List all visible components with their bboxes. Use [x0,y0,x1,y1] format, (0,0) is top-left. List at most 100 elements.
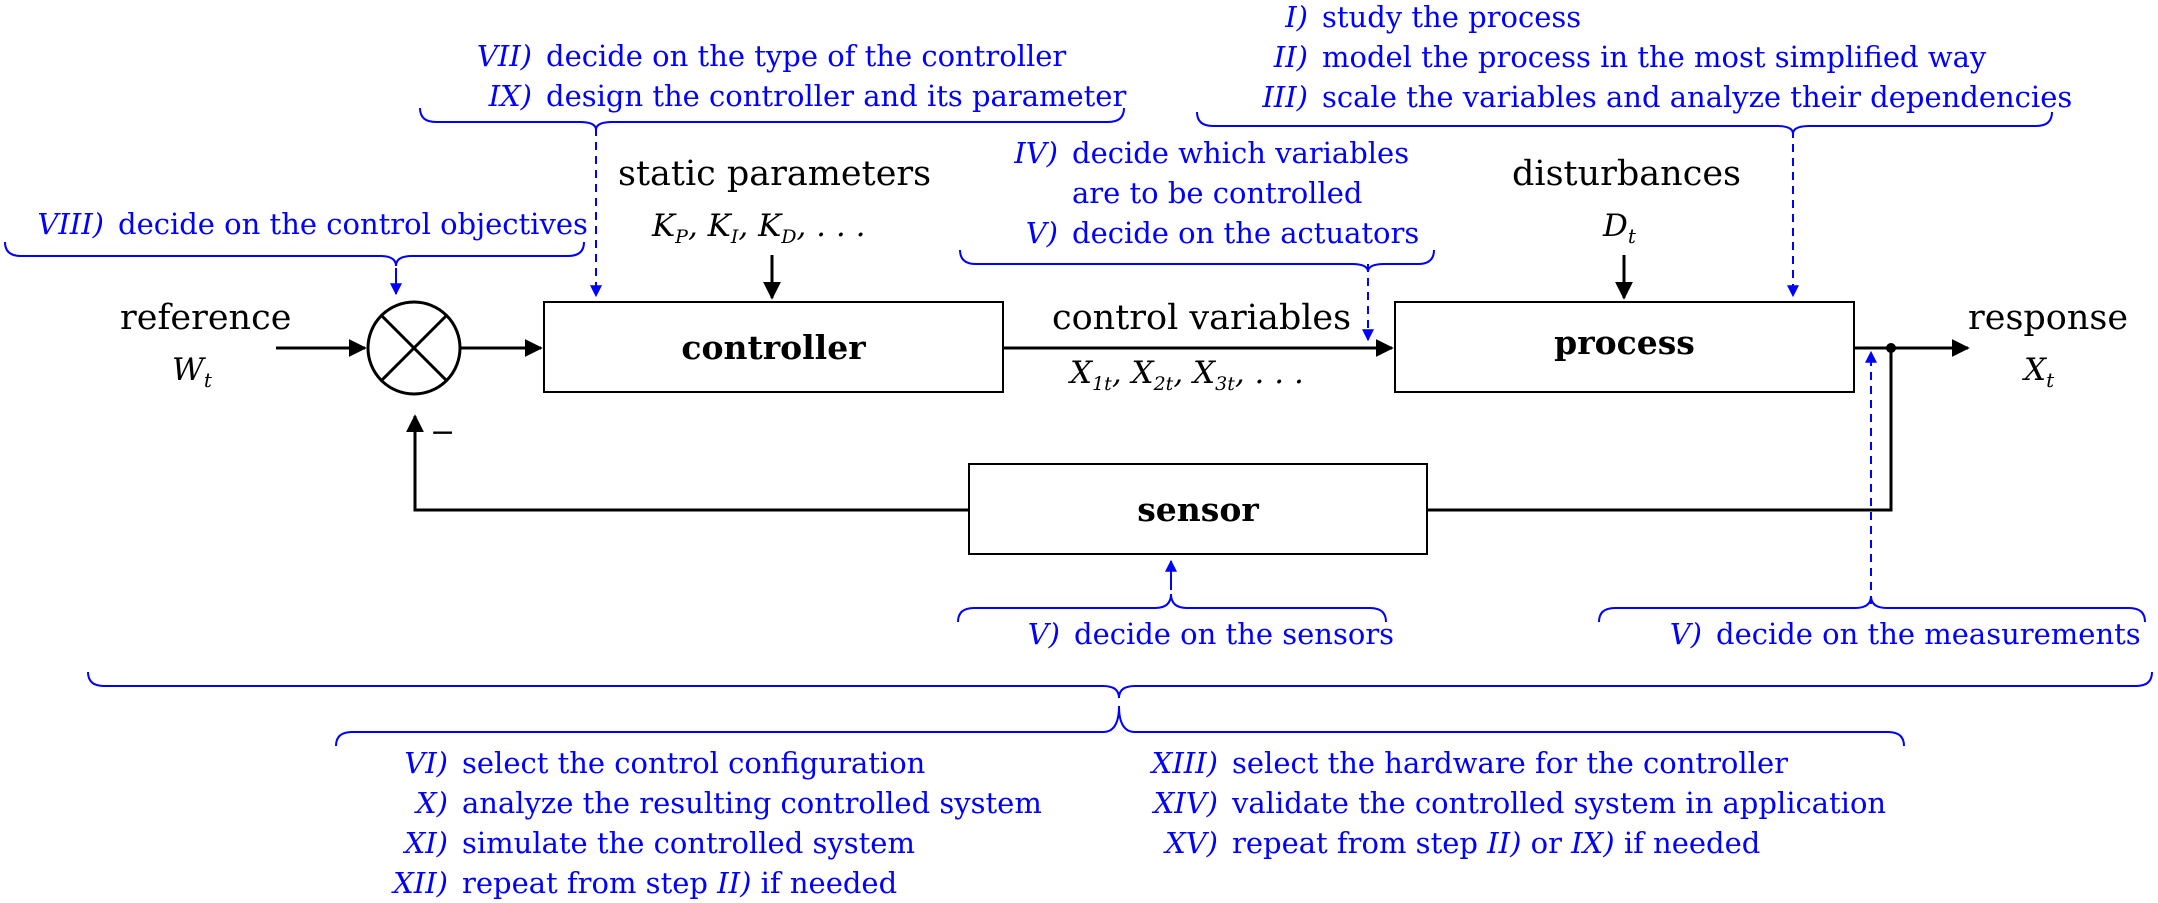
step-number: VIII) [37,207,104,241]
step-text: select the hardware for the controller [1232,746,1788,780]
step-number: III) [1262,80,1308,114]
response-var-letter: X [2024,352,2047,388]
step-text: design the controller and its parameter [546,79,1127,113]
step-number: XIII) [1151,746,1218,780]
step-text: repeat from step II) if needed [462,863,897,903]
step-number: I) [1285,0,1308,34]
brace-sensors [957,593,1387,623]
brace-objectives [4,241,585,267]
note-row: IV) decide which variables [996,133,1419,173]
step-text: validate the controlled system in applic… [1232,786,1887,820]
disturbances-label: disturbances [1512,154,1741,194]
note-top-left: VII) decide on the type of the controller… [448,36,1127,116]
sensor-block: sensor [968,463,1428,555]
step-text: decide which variables [1072,136,1410,170]
note-row: II) model the process in the most simplif… [1228,37,2072,77]
step-text: are to be controlled [1072,176,1363,210]
note-row: are to be controlled [996,173,1419,213]
static-params-label: static parameters [618,154,932,194]
note-row: XII) repeat from step II) if needed [368,863,1042,903]
step-text-part: repeat from step [1232,826,1478,860]
step-number: V) [1025,216,1058,250]
reference-label: reference [120,298,292,338]
step-text: decide on the control objectives [118,207,588,241]
reference-var-sub: t [203,368,212,393]
step-text: scale the variables and analyze their de… [1322,80,2073,114]
step-number: V) [1027,617,1060,651]
note-row: V)decide on the measurements [1650,614,2141,654]
step-text: select the control configuration [462,746,926,780]
step-number: VI) [404,746,448,780]
brace-measurements [1598,595,2146,623]
reference-var: Wt [172,352,212,392]
step-text: model the process in the most simplified… [1322,40,1987,74]
note-row: XI) simulate the controlled system [368,823,1042,863]
note-bottom-left: VI) select the control configuration X) an… [368,743,1042,903]
note-row: VI) select the control configuration [368,743,1042,783]
step-text-part: repeat from step [462,866,708,900]
note-row: III) scale the variables and analyze thei… [1228,77,2072,117]
step-text-part: if needed [1623,826,1761,860]
note-row: VII) decide on the type of the controller [448,36,1126,76]
step-number: XII) [393,866,448,900]
note-top-right: I) study the process II) model the process… [1228,0,2072,117]
process-block: process [1394,301,1855,393]
disturbances-var: Dt [1603,208,1636,248]
step-number [996,173,1072,213]
disturbances-var-letter: D [1603,208,1628,244]
note-objectives: VIII) decide on the control objectives [14,204,588,244]
step-text: simulate the controlled system [462,826,915,860]
step-text-part: or [1530,826,1562,860]
step-number: IX) [488,79,532,113]
summing-junction [366,300,462,396]
step-ref: II) [717,866,752,900]
control-vars-label: control variables [1052,298,1352,338]
feedback-from-output [1428,348,1893,512]
note-sensors: V) decide on the sensors [1008,614,1394,654]
step-text: repeat from step II) or IX) if needed [1232,823,1760,863]
response-var: Xt [2024,352,2054,392]
step-text: decide on the sensors [1074,617,1395,651]
step-text-part: if needed [760,866,898,900]
step-text: study the process [1322,0,1582,34]
note-row: XIV) validate the controlled system in ap… [1124,783,1886,823]
note-row: V) decide on the actuators [996,213,1420,253]
step-number: XI) [404,826,448,860]
note-row: IX) design the controller and its paramet… [448,76,1127,116]
step-text: decide on the type of the controller [546,39,1067,73]
static-params-math: KP, KI, KD, . . . [652,208,866,249]
step-number: II) [1273,40,1308,74]
reference-var-letter: W [172,352,204,388]
brace-bottom [335,705,1905,747]
response-var-sub: t [2046,368,2055,393]
step-ref: IX) [1571,826,1615,860]
step-text: decide on the actuators [1072,216,1420,250]
note-row: XIII) select the hardware for the control… [1124,743,1886,783]
note-row: XV) repeat from step II) or IX) if needed [1124,823,1886,863]
note-bottom-right: XIII) select the hardware for the control… [1124,743,1886,863]
response-label: response [1968,298,2129,338]
note-row: V) decide on the sensors [1008,614,1394,654]
brace-top-left [419,107,1125,131]
controller-block: controller [543,301,1004,393]
step-number: V) [1669,617,1702,651]
feedback-minus-sign: − [430,415,456,450]
note-row: I) study the process [1228,0,2072,37]
brace-top-right [1196,111,2053,135]
note-measurements: V)decide on the measurements [1650,614,2141,654]
step-number: XV) [1165,826,1218,860]
note-row: VIII) decide on the control objectives [14,204,588,244]
step-text: analyze the resulting controlled system [462,786,1042,820]
step-number: XIV) [1153,786,1218,820]
control-vars-math: X1t, X2t, X3t, . . . [1070,355,1304,396]
brace-middle [959,249,1435,273]
step-number: X) [416,786,448,820]
branch-point [1886,343,1896,353]
brace-overall [87,671,2153,699]
step-number: IV) [1014,136,1058,170]
step-number: VII) [476,39,532,73]
note-middle: IV) decide which variables are to be cont… [996,133,1419,253]
note-row: X) analyze the resulting controlled syste… [368,783,1042,823]
step-ref: II) [1487,826,1522,860]
